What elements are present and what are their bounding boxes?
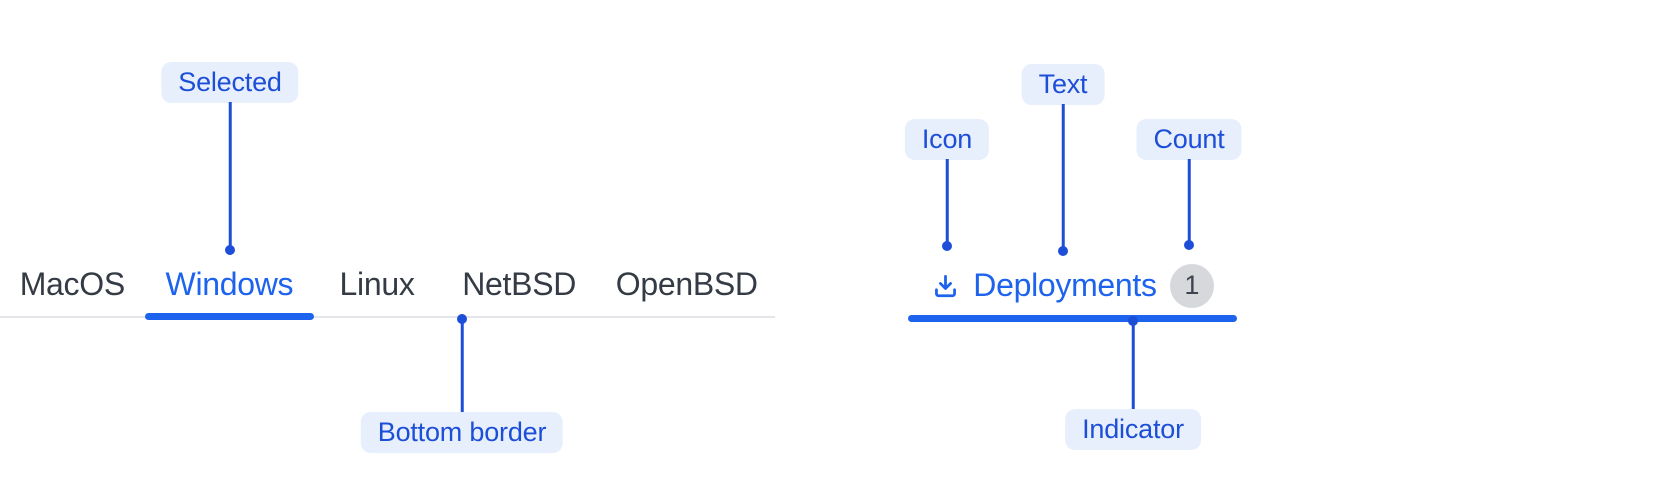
callout-selected-dot xyxy=(225,245,235,255)
callout-text-line xyxy=(1061,104,1065,248)
tab-macos[interactable]: MacOS xyxy=(19,266,126,302)
callout-icon-dot xyxy=(942,241,952,251)
callout-bottom-border: Bottom border xyxy=(360,412,564,453)
tab-linux[interactable]: Linux xyxy=(339,266,415,302)
callout-count-line xyxy=(1187,159,1191,242)
callout-count-dot xyxy=(1184,240,1194,250)
tab-netbsd[interactable]: NetBSD xyxy=(462,266,577,302)
callout-icon: Icon xyxy=(904,119,990,160)
tab-windows-selected[interactable]: Windows xyxy=(144,253,315,320)
callout-text-dot xyxy=(1058,246,1068,256)
callout-icon-line xyxy=(945,159,949,244)
callout-indicator: Indicator xyxy=(1065,409,1201,450)
tab-deployments[interactable]: Deployments 1 xyxy=(908,253,1237,322)
os-tab-list: MacOS Windows Linux NetBSD OpenBSD xyxy=(0,253,775,320)
callout-indicator-dot xyxy=(1128,316,1138,326)
callout-selected-line xyxy=(228,102,232,247)
tab-openbsd[interactable]: OpenBSD xyxy=(615,266,758,302)
callout-count: Count xyxy=(1136,119,1242,160)
callout-bottom-border-line xyxy=(460,323,464,412)
callout-text: Text xyxy=(1021,64,1105,105)
count-badge: 1 xyxy=(1169,263,1214,308)
callout-selected: Selected xyxy=(161,62,299,103)
callout-bottom-border-dot xyxy=(457,314,467,324)
callout-indicator-line xyxy=(1131,325,1135,409)
tab-deployments-label: Deployments xyxy=(973,267,1157,303)
download-icon xyxy=(935,275,957,298)
